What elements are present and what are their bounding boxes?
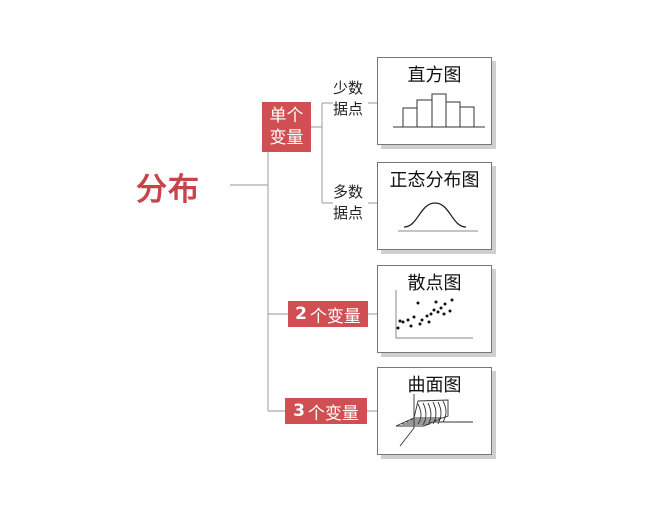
three-num: 3	[293, 401, 305, 421]
few-points-label: 少数据点	[333, 78, 369, 120]
normal-distribution-label: 正态分布图	[389, 170, 480, 191]
scatter-card[interactable]: 散点图	[377, 265, 492, 353]
scatter-points	[396, 298, 454, 330]
single-line1: 单个	[269, 106, 304, 126]
scatter-label: 散点图	[407, 273, 462, 294]
bell-curve-icon	[398, 202, 478, 232]
normal-distribution-card[interactable]: 正态分布图	[377, 162, 492, 250]
many-line1: 多数	[333, 183, 364, 201]
single-line2: 变量	[269, 128, 304, 148]
histogram-card[interactable]: 直方图	[377, 57, 492, 145]
few-line2: 据点	[333, 100, 364, 118]
two-text: 个变量	[309, 306, 361, 327]
histogram-label: 直方图	[407, 65, 462, 86]
histogram-icon	[393, 93, 485, 128]
many-line2: 据点	[333, 204, 364, 222]
many-points-label: 多数据点	[333, 182, 369, 224]
root-title: 分布	[136, 172, 200, 208]
three-text: 个变量	[307, 403, 359, 424]
surface-label: 曲面图	[407, 375, 462, 396]
scatter-plot-icon	[395, 290, 473, 339]
few-line1: 少数	[333, 79, 364, 97]
surface-plot-icon	[395, 394, 473, 447]
two-num: 2	[295, 304, 307, 324]
surface-card[interactable]: 曲面图	[377, 367, 492, 455]
single-variable-node[interactable]: 单个变量	[262, 102, 311, 152]
